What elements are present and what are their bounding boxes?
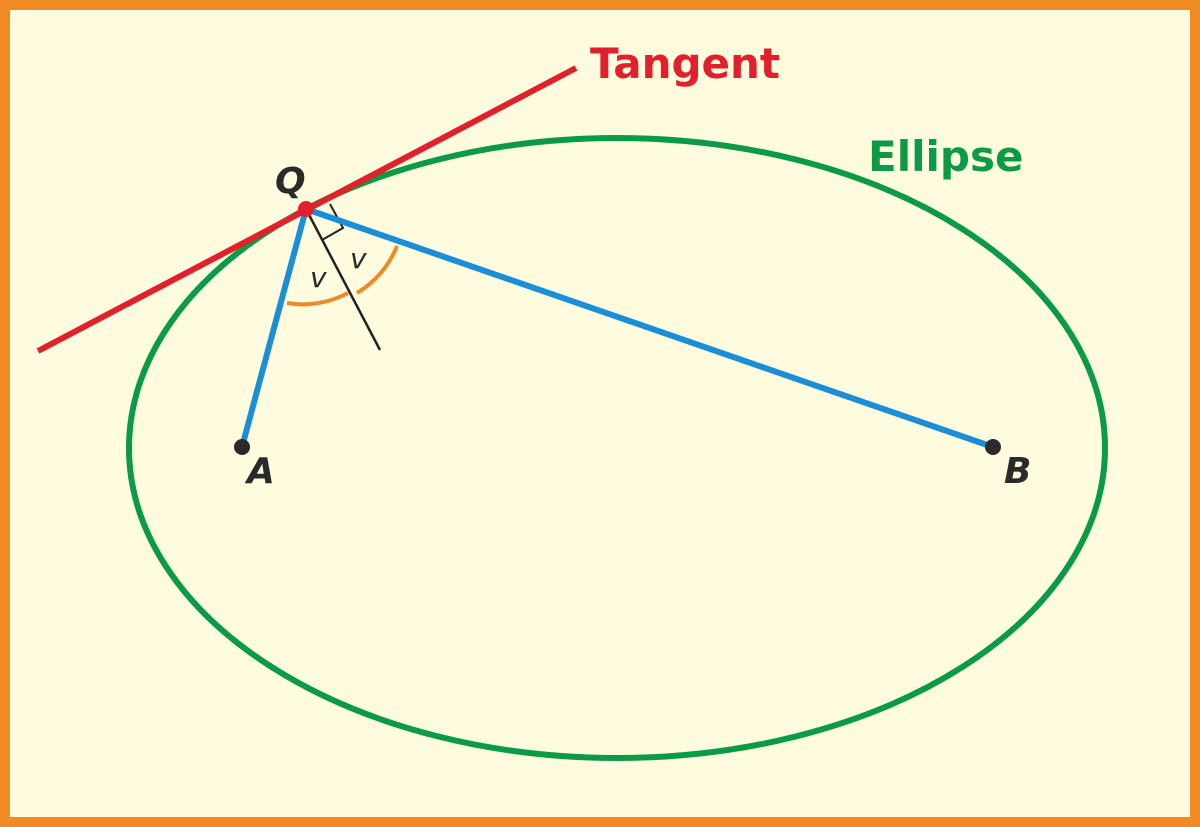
right-angle-marker [321, 203, 345, 241]
line-q-to-a [239, 208, 309, 448]
point-b-dot [985, 439, 1001, 455]
point-b-label: B [1004, 451, 1031, 492]
angle-right-label: v [350, 242, 367, 275]
normal-line [304, 208, 382, 351]
point-a-label: A [244, 451, 275, 492]
point-q-label: Q [275, 161, 306, 202]
point-a-dot [234, 439, 250, 455]
angle-arc-right [355, 245, 399, 295]
line-q-to-b [305, 206, 994, 450]
point-q-dot [298, 201, 314, 217]
ellipse-curve [126, 135, 1108, 761]
angle-arc-left [286, 291, 349, 307]
tangent-label: Tangent [590, 39, 780, 88]
angle-left-label: v [310, 261, 327, 294]
ellipse-label: Ellipse [868, 132, 1023, 181]
